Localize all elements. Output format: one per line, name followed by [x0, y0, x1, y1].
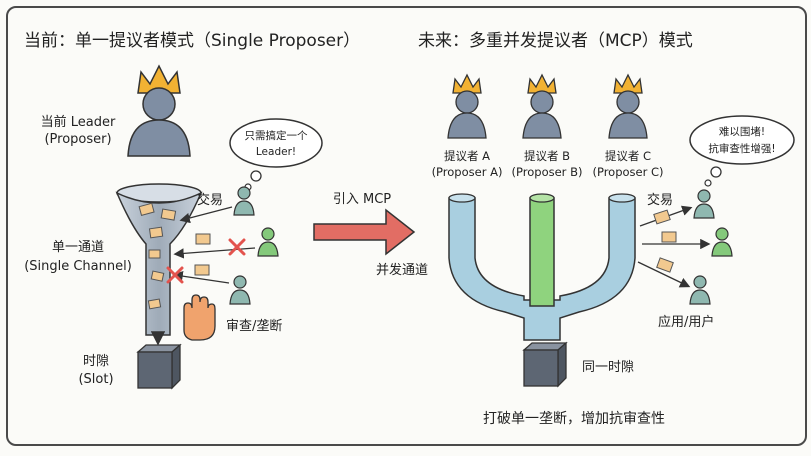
proposer-b-line2: (Proposer B): [512, 165, 583, 179]
proposer-a-line2: (Proposer A): [432, 165, 503, 179]
right-user-icon-top: [693, 189, 715, 219]
proposer-b-line1: 提议者 B: [524, 149, 570, 163]
leader-label-line1: 当前 Leader: [41, 114, 116, 130]
left-bubble-line1: 只需搞定一个: [245, 129, 308, 142]
proposer-b-icon: [522, 73, 562, 139]
slot-cube-right: [522, 341, 568, 388]
slot-label-line2: (Slot): [78, 372, 113, 387]
slot-label-line1: 时隙: [83, 354, 109, 369]
right-tx-label: 交易: [647, 192, 673, 208]
cross-icon: [228, 238, 246, 256]
user-icon-bottom: [229, 275, 251, 305]
proposer-c-line2: (Proposer C): [592, 165, 663, 179]
tx-arrow-in-3: [172, 270, 230, 284]
tx-arrow-out-3: [637, 261, 691, 288]
censor-label: 审查/垄断: [226, 319, 282, 334]
left-thought-bubble: [229, 118, 323, 191]
proposer-c-icon: [608, 73, 648, 139]
proposer-a-icon: [447, 73, 487, 139]
same-slot-label: 同一时隙: [582, 360, 634, 375]
left-bubble-line2: Leader!: [256, 146, 296, 158]
tx-arrow-in-1: [179, 206, 233, 224]
funnel-shape: [115, 183, 203, 336]
channel-label-line2: (Single Channel): [24, 259, 132, 274]
channel-label-line1: 单一通道: [52, 240, 104, 255]
user-icon-mid: [257, 227, 279, 257]
leader-person-icon: [127, 64, 191, 157]
left-title: 当前：单一提议者模式（Single Proposer）: [24, 31, 360, 51]
concurrent-pipes: [448, 193, 636, 341]
right-bubble-line2: 抗审查性增强!: [708, 142, 775, 155]
footer-caption: 打破单一垄断，增加抗审查性: [483, 410, 665, 427]
tx-arrow-in-2: [173, 247, 256, 259]
envelope-icon: [194, 264, 210, 276]
right-user-icon-mid: [711, 227, 733, 257]
funnel-envelopes: [138, 202, 177, 310]
transition-label: 引入 MCP: [333, 192, 391, 207]
right-bubble-line1: 难以围堵!: [719, 125, 765, 138]
cross-icon: [166, 266, 184, 284]
hand-stop-icon: [183, 294, 216, 341]
right-user-icon-bottom: [689, 275, 711, 305]
channel-label: 并发通道: [376, 262, 428, 278]
left-tx-label: 交易: [197, 192, 223, 208]
leader-label-line2: (Proposer): [44, 132, 111, 147]
right-envelopes: [653, 209, 677, 273]
envelope-icon: [195, 233, 211, 245]
slot-cube-left: [136, 343, 182, 390]
user-icon-top: [233, 186, 255, 216]
right-thought-bubble: [689, 115, 795, 187]
proposer-c-line1: 提议者 C: [605, 149, 651, 163]
transition-arrow: [313, 208, 416, 256]
proposer-a-line1: 提议者 A: [444, 149, 490, 163]
users-label: 应用/用户: [658, 314, 714, 330]
right-title: 未来：多重并发提议者（MCP）模式: [418, 31, 693, 51]
